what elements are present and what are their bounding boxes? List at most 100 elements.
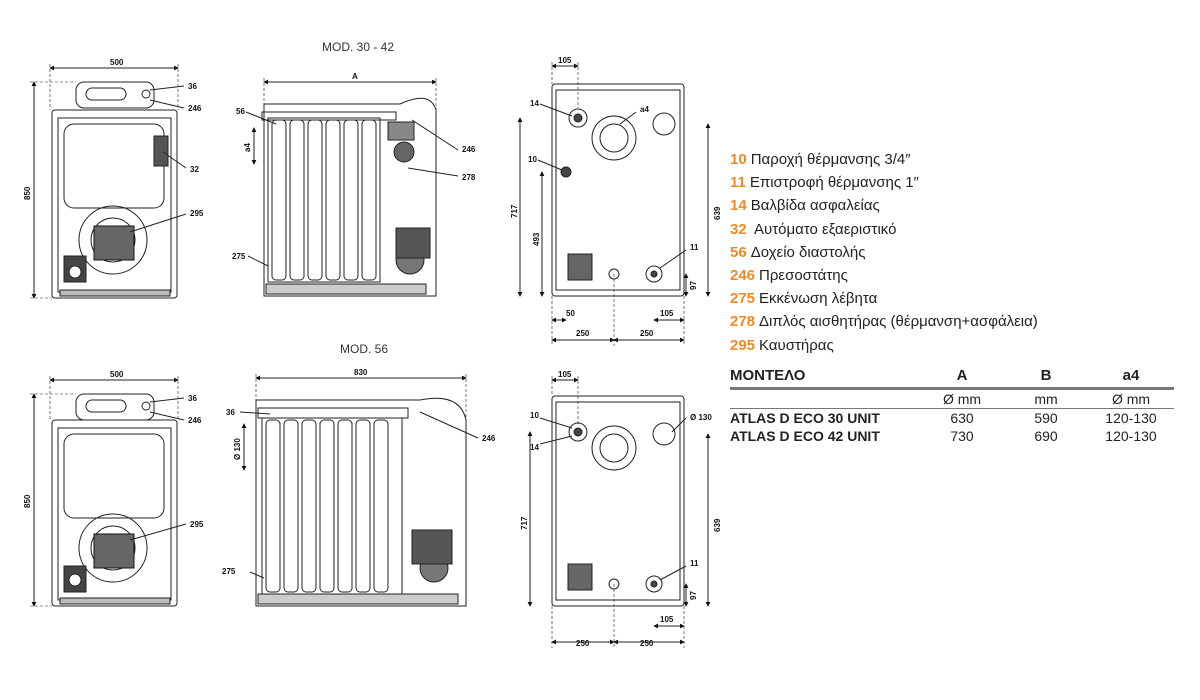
callout-14-bottom: 14	[530, 443, 539, 452]
dim-639-top: 639	[713, 206, 722, 220]
dim-250-right-bottom: 250	[640, 639, 654, 648]
callout-246-side-top: 246	[462, 145, 476, 154]
dim-105-rear-bottom: 105	[558, 370, 572, 379]
dim-50: 50	[566, 309, 575, 318]
callout-56: 56	[236, 107, 245, 116]
callout-275-bottom: 275	[222, 567, 236, 576]
callout-10-top: 10	[528, 155, 537, 164]
dim-850-bottom: 850	[23, 494, 32, 508]
dim-105-top: 105	[558, 56, 572, 65]
model-name: ATLAS D ECO 42 UNIT	[730, 428, 880, 444]
table-header-row: ΜΟΝΤΕΛΟ A B a4	[730, 367, 1174, 390]
dim-717-bottom: 717	[520, 516, 529, 530]
callout-36-top: 36	[188, 82, 197, 91]
dim-250-left-bottom: 250	[576, 639, 590, 648]
value-b: 590	[1034, 410, 1058, 426]
callout-11-bottom: 11	[690, 559, 699, 568]
front-view-top	[30, 64, 187, 299]
unit-a: Ø mm	[920, 388, 1004, 409]
legend-code: 246	[730, 267, 756, 285]
legend-item: 32 Αυτόματο εξαεριστικό	[730, 218, 1130, 241]
legend-code: 295	[730, 336, 756, 354]
callout-295-top: 295	[190, 209, 204, 218]
legend-text: Αυτόματο εξαεριστικό	[750, 220, 897, 238]
col-model: ΜΟΝΤΕΛΟ	[730, 367, 920, 390]
dim-105-bottom-top: 105	[660, 309, 674, 318]
col-b: B	[1004, 367, 1088, 390]
legend-code: 56	[730, 243, 747, 261]
callout-246-bottom: 246	[188, 416, 202, 425]
spec-table: ΜΟΝΤΕΛΟ A B a4 Ø mm mm Ø mm ATLAS D ECO …	[730, 367, 1174, 445]
value-a4: 120-130	[1105, 428, 1157, 444]
legend-text: Διπλός αισθητήρας (θέρμανση+ασφάλεια)	[759, 313, 1038, 331]
dim-500-top: 500	[110, 58, 124, 67]
legend-code: 10	[730, 151, 747, 168]
dim-717-top: 717	[510, 204, 519, 218]
callout-295-bottom: 295	[190, 520, 204, 529]
side-view-top	[245, 78, 459, 297]
value-a4: 120-130	[1105, 410, 1157, 426]
callout-278: 278	[462, 173, 476, 182]
dim-500-bottom: 500	[110, 370, 124, 379]
callout-labels: 36 246 32 295 56 246 278 275 14 10 11 36…	[188, 82, 699, 576]
table-units-row: Ø mm mm Ø mm	[730, 388, 1174, 409]
dim-d130-side: Ø 130	[233, 438, 242, 460]
legend-code: 278	[730, 313, 756, 331]
rear-view-top	[517, 62, 711, 346]
callout-275-top: 275	[232, 252, 246, 261]
unit-b: mm	[1004, 388, 1088, 409]
callout-246-top: 246	[188, 104, 202, 113]
legend-code: 14	[730, 197, 747, 215]
legend-code: 32	[730, 220, 747, 238]
dim-97-top: 97	[689, 281, 698, 290]
rear-view-bottom	[527, 376, 711, 648]
legend-text: Επιστροφή θέρμανσης 1″	[749, 174, 919, 192]
unit-model	[730, 388, 920, 409]
callout-36-side: 36	[226, 408, 235, 417]
col-a4: a4	[1088, 367, 1174, 390]
dimension-labels: 500 850 A a4 105 717 493 639 97 50 105 2…	[23, 56, 722, 648]
dim-850-top: 850	[23, 186, 32, 200]
unit-a4: Ø mm	[1088, 388, 1174, 409]
dim-97-bottom: 97	[689, 591, 698, 600]
dim-d130-rear: Ø 130	[690, 413, 712, 422]
dim-105-bottom: 105	[660, 615, 674, 624]
dim-639-bottom: 639	[713, 518, 722, 532]
callout-32: 32	[190, 165, 199, 174]
legend-text: Βαλβίδα ασφαλείας	[750, 197, 880, 215]
model-name: ATLAS D ECO 30 UNIT	[730, 410, 880, 426]
legend-text: Πρεσοστάτης	[759, 267, 848, 285]
callout-36-bottom: 36	[188, 394, 197, 403]
legend-code: 275	[730, 290, 756, 308]
table-row: ATLAS D ECO 42 UNIT 730 690 120-130	[730, 427, 1174, 445]
front-view-bottom	[30, 376, 187, 607]
dim-a4-top: a4	[243, 143, 252, 152]
side-view-bottom	[239, 374, 479, 607]
callout-14-top: 14	[530, 99, 539, 108]
value-b: 690	[1034, 428, 1058, 444]
mod-56-title: MOD. 56	[340, 342, 389, 356]
legend-code: 11	[730, 174, 746, 192]
dim-250-left-top: 250	[576, 329, 590, 338]
dim-a: A	[352, 72, 358, 81]
dim-250-right-top: 250	[640, 329, 654, 338]
callout-11-top: 11	[690, 243, 699, 252]
callout-246-side-bottom: 246	[482, 434, 496, 443]
legend-text: Παροχή θέρμανσης 3/4″	[750, 151, 911, 168]
table-row: ATLAS D ECO 30 UNIT 630 590 120-130	[730, 409, 1174, 428]
callout-10-bottom: 10	[530, 411, 539, 420]
dim-830: 830	[354, 368, 368, 377]
dim-a4-rear: a4	[640, 105, 649, 114]
legend-text: Δοχείο διαστολής	[750, 243, 866, 261]
value-a: 730	[950, 428, 974, 444]
